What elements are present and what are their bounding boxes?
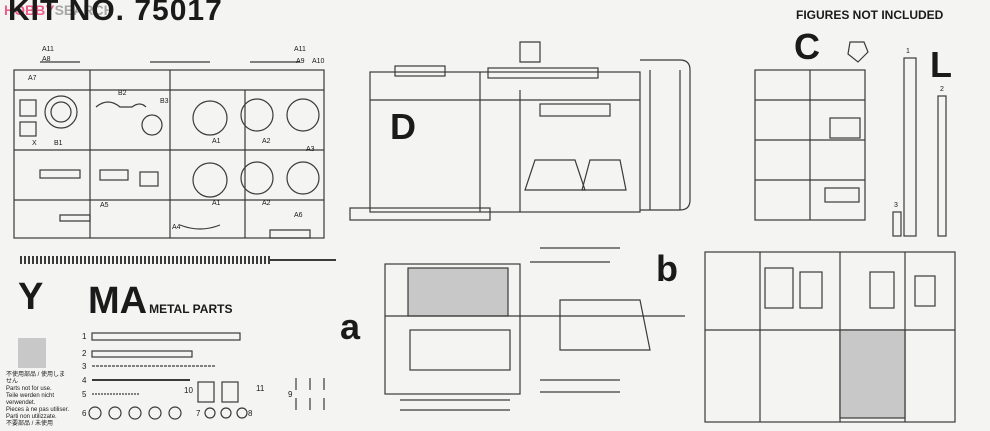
not-for-use-it: Parti non utilizzate. — [6, 414, 57, 420]
not-for-use-cn: 不要部品 / 未使用 — [6, 421, 54, 427]
kit-title: KIT NO. 75017 — [8, 0, 223, 27]
metal-part-number: 1 — [82, 332, 87, 341]
part-label: A5 — [100, 202, 109, 209]
part-label: A2 — [262, 138, 271, 145]
part-label: A1 — [212, 138, 221, 145]
metal-part-number: 2 — [82, 349, 87, 358]
part-label: X — [32, 140, 37, 147]
part-label: B3 — [160, 98, 169, 105]
watermark: HOBBYSEARCH — [4, 2, 114, 18]
sprue-label-d: D — [390, 106, 416, 147]
metal-parts-label: METAL PARTS — [149, 302, 233, 316]
not-for-use-note: 不使用部品 / 使用しません Parts not for use. Teile … — [6, 372, 70, 428]
metal-part-number: 7 — [196, 409, 201, 418]
not-used-swatch — [18, 338, 46, 368]
part-label: A11 — [294, 46, 306, 53]
metal-part-number: 4 — [82, 376, 87, 385]
watermark-brand: HOBBY — [4, 2, 55, 18]
sprue-label-c: C — [794, 26, 820, 67]
metal-part-number: 6 — [82, 409, 87, 418]
sprue-ab — [13, 61, 325, 239]
sprue-a-frame — [384, 247, 685, 411]
part-label: B1 — [54, 140, 63, 147]
metal-parts-drawings — [88, 332, 325, 420]
not-for-use-en: Parts not for use. — [6, 386, 52, 392]
part-label: A8 — [42, 56, 51, 63]
part-label: A9 — [296, 58, 305, 65]
metal-part-number: 11 — [256, 384, 265, 393]
sprue-label-l: L — [930, 44, 952, 85]
sprue-label-y: Y — [18, 276, 44, 318]
metal-part-number: 5 — [82, 390, 87, 399]
part-label: A6 — [294, 212, 303, 219]
metal-part-number: 3 — [82, 362, 87, 371]
not-for-use-de: Teile werden nicht verwendet. — [6, 393, 55, 406]
part-label: A11 — [42, 46, 54, 53]
not-for-use-fr: Pieces à ne pas utiliser. — [6, 407, 70, 413]
sprue-l-part-label: 1 — [906, 48, 910, 55]
sprue-label-a: a — [340, 306, 361, 347]
sprue-l-part-label: 2 — [940, 86, 944, 93]
metal-part-number: 10 — [184, 386, 193, 395]
part-label: B2 — [118, 90, 127, 97]
part-label: A10 — [312, 58, 325, 65]
part-label: A1 — [212, 200, 221, 207]
figures-note: FIGURES NOT INCLUDED — [796, 8, 944, 22]
sprue-label-b: b — [656, 248, 678, 289]
sprue-b-frame — [704, 251, 956, 423]
metal-part-number: 8 — [248, 409, 253, 418]
sprue-d — [349, 41, 691, 221]
part-label: A3 — [306, 146, 315, 153]
part-label: A4 — [172, 224, 181, 231]
sprue-l — [892, 57, 947, 237]
sprue-c — [754, 41, 869, 221]
sprue-l-part-label: 3 — [894, 202, 898, 209]
sprue-label-ma: MA — [88, 280, 148, 322]
part-label: A2 — [262, 200, 271, 207]
watermark-rest: SEARCH — [54, 2, 114, 18]
not-for-use-jp: 不使用部品 / 使用しません — [6, 372, 66, 385]
metal-part-number: 9 — [288, 390, 293, 399]
part-label: A7 — [28, 75, 37, 82]
